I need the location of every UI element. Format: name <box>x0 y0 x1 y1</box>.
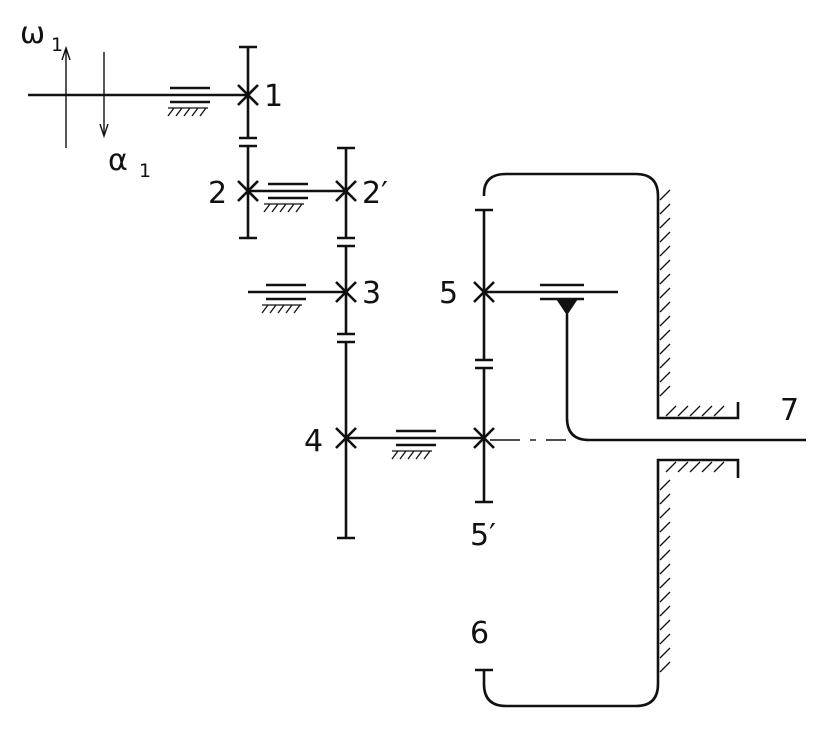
omega-arrow <box>61 45 71 148</box>
carrier-arm <box>565 314 806 442</box>
ring-gear-6-label: 6 <box>470 616 489 651</box>
bearing-shaft-3 <box>261 283 306 314</box>
gear-1 <box>237 45 259 140</box>
output-shaft-label: 7 <box>780 393 799 428</box>
gear-2-label: 2 <box>208 176 227 211</box>
gear-5-label: 5 <box>439 276 458 311</box>
ring-gear-6 <box>475 172 740 708</box>
gear-1-label: 1 <box>264 79 283 114</box>
bearing-input-shaft <box>167 86 210 117</box>
alpha-subscript: 1 <box>139 160 151 182</box>
bearing-shaft-2 <box>263 182 308 213</box>
carrier-bearing <box>540 283 584 316</box>
gear-4 <box>335 340 357 540</box>
omega-symbol: ω <box>20 16 45 51</box>
gear-5-prime <box>473 366 495 504</box>
gear-2-prime-label: 2′ <box>362 176 388 211</box>
omega-subscript: 1 <box>51 34 63 56</box>
shaft-4 <box>346 436 566 441</box>
bearing-shaft-4 <box>391 429 436 460</box>
gear-5 <box>473 208 495 362</box>
gear-3-label: 3 <box>362 276 381 311</box>
housing-hatch-lower <box>659 461 725 673</box>
gear-3 <box>335 244 357 336</box>
alpha-symbol: α <box>108 143 128 178</box>
gear-4-label: 4 <box>304 424 323 459</box>
gear-2-prime <box>335 146 357 240</box>
housing-hatch-upper <box>659 189 725 417</box>
alpha-arrow <box>99 52 109 139</box>
gear-5-prime-label: 5′ <box>470 518 496 553</box>
